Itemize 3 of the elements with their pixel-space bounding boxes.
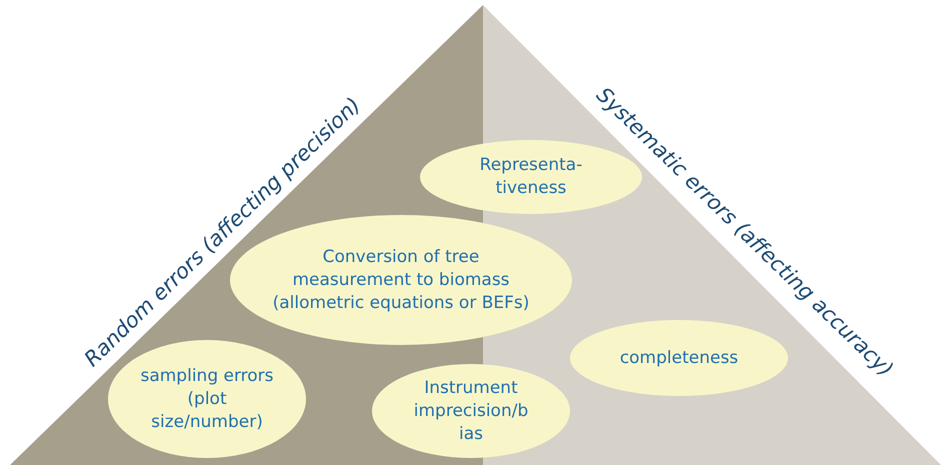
error-source-ellipse: Representa- tiveness bbox=[420, 140, 642, 214]
error-source-ellipse: Instrument imprecision/b ias bbox=[372, 364, 570, 458]
error-source-ellipse: completeness bbox=[570, 320, 788, 396]
